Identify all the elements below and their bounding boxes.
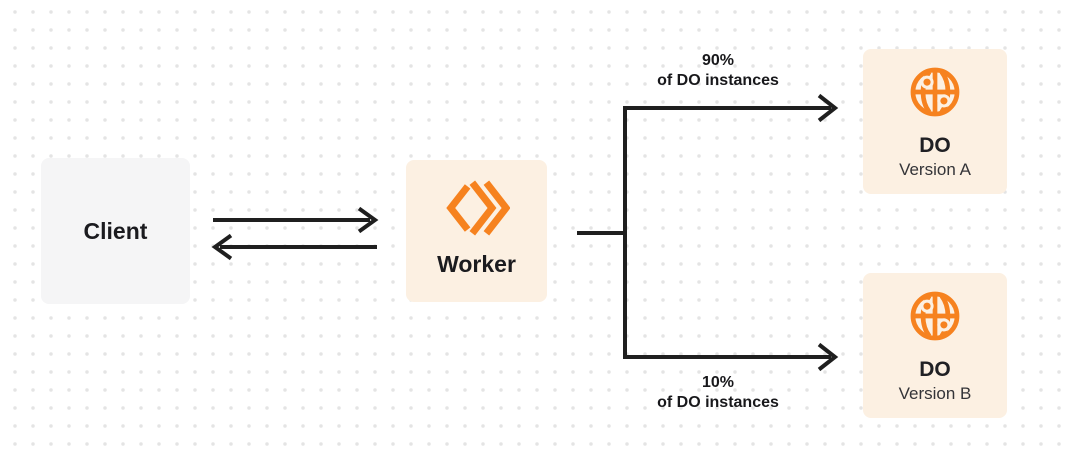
do-b-subtitle: Version B <box>898 384 972 404</box>
durable-object-globe-icon <box>905 62 965 122</box>
edge-label-10-line2: of DO instances <box>657 394 779 411</box>
edge-label-10-percent: 10% of DO instances <box>608 373 828 413</box>
workers-icon <box>444 178 511 238</box>
branch-split <box>623 106 831 359</box>
do-b-title: DO <box>919 358 951 381</box>
arrowhead-to-do-a <box>817 93 839 123</box>
durable-object-globe-icon <box>905 286 965 346</box>
arrowhead-to-do-b <box>817 342 839 372</box>
worker-label: Worker <box>437 251 516 277</box>
do-version-b-node: DO Version B <box>863 273 1007 418</box>
edge-label-10-line1: 10% <box>701 374 735 391</box>
edge-label-90-line1: 90% <box>701 52 735 69</box>
edge-label-90-line2: of DO instances <box>657 72 779 89</box>
do-version-a-node: DO Version A <box>863 49 1007 194</box>
do-a-subtitle: Version A <box>899 160 971 180</box>
arrowhead-client-to-worker <box>357 206 379 234</box>
worker-node: Worker <box>406 160 547 302</box>
arrowhead-worker-to-client <box>211 233 233 261</box>
client-label: Client <box>83 217 148 244</box>
client-node: Client <box>41 158 190 304</box>
do-a-title: DO <box>919 134 951 157</box>
edge-label-90-percent: 90% of DO instances <box>608 51 828 91</box>
